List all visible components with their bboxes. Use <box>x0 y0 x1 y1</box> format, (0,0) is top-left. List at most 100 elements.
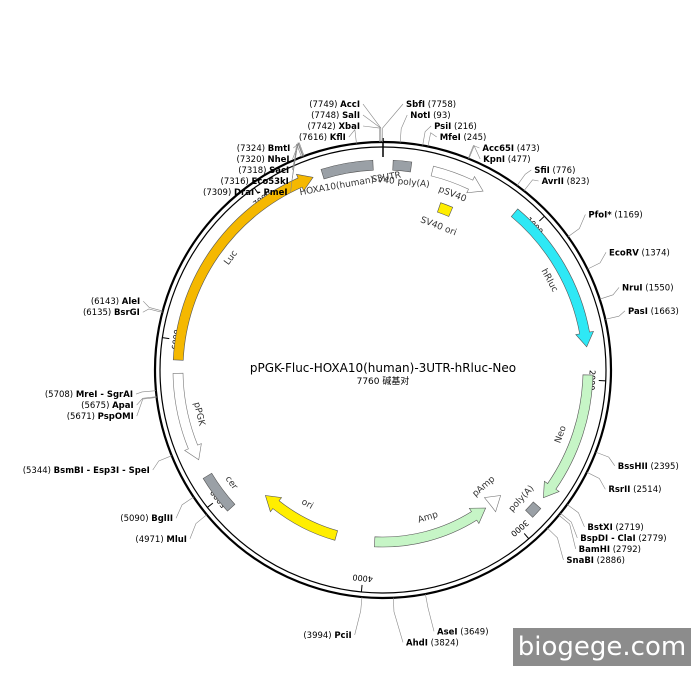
site-eco53ki[interactable]: (7316) Eco53kI <box>221 177 289 187</box>
site-leader-bsshii <box>595 451 616 466</box>
site-bmti[interactable]: (7324) BmtI <box>237 144 291 154</box>
site-name: PspOMI <box>98 412 134 422</box>
site-ecorv[interactable]: EcoRV (1374) <box>609 248 670 258</box>
site-position: (2792) <box>613 545 641 555</box>
site-name: PciI <box>334 631 351 641</box>
svg-text:(5344) BsmBI - Esp3I - SpeI: (5344) BsmBI - Esp3I - SpeI <box>23 466 150 476</box>
site-position: (477) <box>508 155 531 165</box>
site-psii[interactable]: PsiI (216) <box>434 122 477 132</box>
svg-text:(5090) BglII: (5090) BglII <box>120 514 173 524</box>
feature-sv40-ori[interactable] <box>437 202 454 217</box>
site-name: NotI <box>410 111 430 121</box>
site-name: BglII <box>151 514 173 524</box>
site-position: (473) <box>517 144 540 154</box>
tick-mark <box>253 187 259 194</box>
svg-text:AvrII (823): AvrII (823) <box>542 177 590 187</box>
svg-text:(7318) SacI: (7318) SacI <box>238 166 289 176</box>
feature-amp[interactable] <box>374 507 487 548</box>
site-name: SacI <box>269 166 289 176</box>
feature-luc[interactable] <box>172 173 314 361</box>
site-bsrgi[interactable]: (6135) BsrGI <box>83 308 140 318</box>
site-leader-avrii <box>523 179 539 191</box>
feature-neo[interactable] <box>543 374 594 499</box>
tick-mark <box>207 502 214 508</box>
site-position: (6143) <box>91 297 119 307</box>
site-leader-sali <box>362 114 382 143</box>
site-name: MfeI <box>440 133 461 143</box>
backbone <box>153 138 613 600</box>
feature-ppgk[interactable] <box>172 372 202 461</box>
site-acc65i[interactable]: Acc65I (473) <box>482 144 539 154</box>
feature-cer[interactable] <box>202 472 236 512</box>
site-leader-asei <box>425 593 435 632</box>
site-noti[interactable]: NotI (93) <box>410 111 450 121</box>
site-name: BspDI - ClaI <box>580 534 635 544</box>
svg-text:AseI (3649): AseI (3649) <box>437 627 489 637</box>
site-apai[interactable]: (5675) ApaI <box>81 401 134 411</box>
feature-hrluc[interactable] <box>510 208 594 348</box>
site-bglii[interactable]: (5090) BglII <box>120 514 173 524</box>
feature-hoxa10-human-3utr[interactable] <box>320 159 374 180</box>
site-position: (3649) <box>460 627 488 637</box>
feature-ori[interactable] <box>264 495 338 541</box>
site-kpni[interactable]: KpnI (477) <box>483 155 530 165</box>
svg-text:PasI (1663): PasI (1663) <box>628 307 679 317</box>
feature-label-sv40-poly-a: SV40 poly(A) <box>371 175 430 190</box>
site-bamhi[interactable]: BamHI (2792) <box>579 545 641 555</box>
site-asei[interactable]: AseI (3649) <box>437 627 489 637</box>
svg-text:SnaBI (2886): SnaBI (2886) <box>566 556 625 566</box>
site-nhei[interactable]: (7320) NheI <box>237 155 290 165</box>
feature-pamp[interactable] <box>483 495 502 513</box>
site-mlui[interactable]: (4971) MluI <box>135 535 187 545</box>
feature-poly-a[interactable] <box>525 501 542 518</box>
site-position: (5671) <box>67 412 95 422</box>
site-pspomi[interactable]: (5671) PspOMI <box>67 412 134 422</box>
site-pasi[interactable]: PasI (1663) <box>628 307 679 317</box>
site-kfli[interactable]: (7616) KflI <box>299 133 346 143</box>
site-sfii[interactable]: SfiI (776) <box>534 166 575 176</box>
site-drai-pmei[interactable]: (7309) DraI - PmeI <box>203 188 288 198</box>
svg-text:KpnI (477): KpnI (477) <box>483 155 530 165</box>
svg-text:(7616) KflI: (7616) KflI <box>299 133 346 143</box>
site-name: BstXI <box>587 523 612 533</box>
site-xbai[interactable]: (7742) XbaI <box>307 122 360 132</box>
site-mfei[interactable]: MfeI (245) <box>440 133 487 143</box>
feature-psv40[interactable] <box>430 165 484 194</box>
site-rsrii[interactable]: RsrII (2514) <box>608 485 661 495</box>
svg-text:(7742) XbaI: (7742) XbaI <box>307 122 360 132</box>
site-bstxi[interactable]: BstXI (2719) <box>587 523 643 533</box>
site-pfoi[interactable]: PfoI* (1169) <box>588 211 642 221</box>
site-pcii[interactable]: (3994) PciI <box>303 631 351 641</box>
tick-mark <box>162 337 170 340</box>
site-mrei-sgrai[interactable]: (5708) MreI - SgrAI <box>45 390 133 400</box>
site-position: (7616) <box>299 133 327 143</box>
svg-text:EcoRV (1374): EcoRV (1374) <box>609 248 670 258</box>
site-sbfi[interactable]: SbfI (7758) <box>406 100 456 110</box>
site-saci[interactable]: (7318) SacI <box>238 166 289 176</box>
svg-text:SbfI (7758): SbfI (7758) <box>406 100 456 110</box>
site-position: (1169) <box>614 211 642 221</box>
site-snabi[interactable]: SnaBI (2886) <box>566 556 625 566</box>
site-position: (7320) <box>237 155 265 165</box>
site-bsshii[interactable]: BssHII (2395) <box>618 462 679 472</box>
site-leader-eco53ki <box>291 142 304 182</box>
site-position: (7749) <box>309 100 337 110</box>
site-ahdi[interactable]: AhdI (3824) <box>406 638 459 648</box>
site-position: (216) <box>454 122 477 132</box>
svg-text:(5671) PspOMI: (5671) PspOMI <box>67 412 134 422</box>
site-alei[interactable]: (6143) AleI <box>91 297 140 307</box>
site-sali[interactable]: (7748) SalI <box>311 111 360 121</box>
site-nrui[interactable]: NruI (1550) <box>622 283 674 293</box>
site-bspdi-clai[interactable]: BspDI - ClaI (2779) <box>580 534 666 544</box>
site-avrii[interactable]: AvrII (823) <box>542 177 590 187</box>
site-position: (1550) <box>645 283 673 293</box>
site-name: SnaBI <box>566 556 594 566</box>
site-acci[interactable]: (7749) AccI <box>309 100 360 110</box>
svg-text:(5708) MreI - SgrAI: (5708) MreI - SgrAI <box>45 390 133 400</box>
site-position: (1374) <box>642 248 670 258</box>
plasmid-title: pPGK-Fluc-HOXA10(human)-3UTR-hRluc-Neo <box>250 361 516 375</box>
site-bsmbi-esp3i-spei[interactable]: (5344) BsmBI - Esp3I - SpeI <box>23 466 150 476</box>
site-leader-bstxi <box>566 504 585 527</box>
feature-label-neo: Neo <box>553 424 569 445</box>
feature-sv40-poly-a[interactable] <box>392 159 413 173</box>
